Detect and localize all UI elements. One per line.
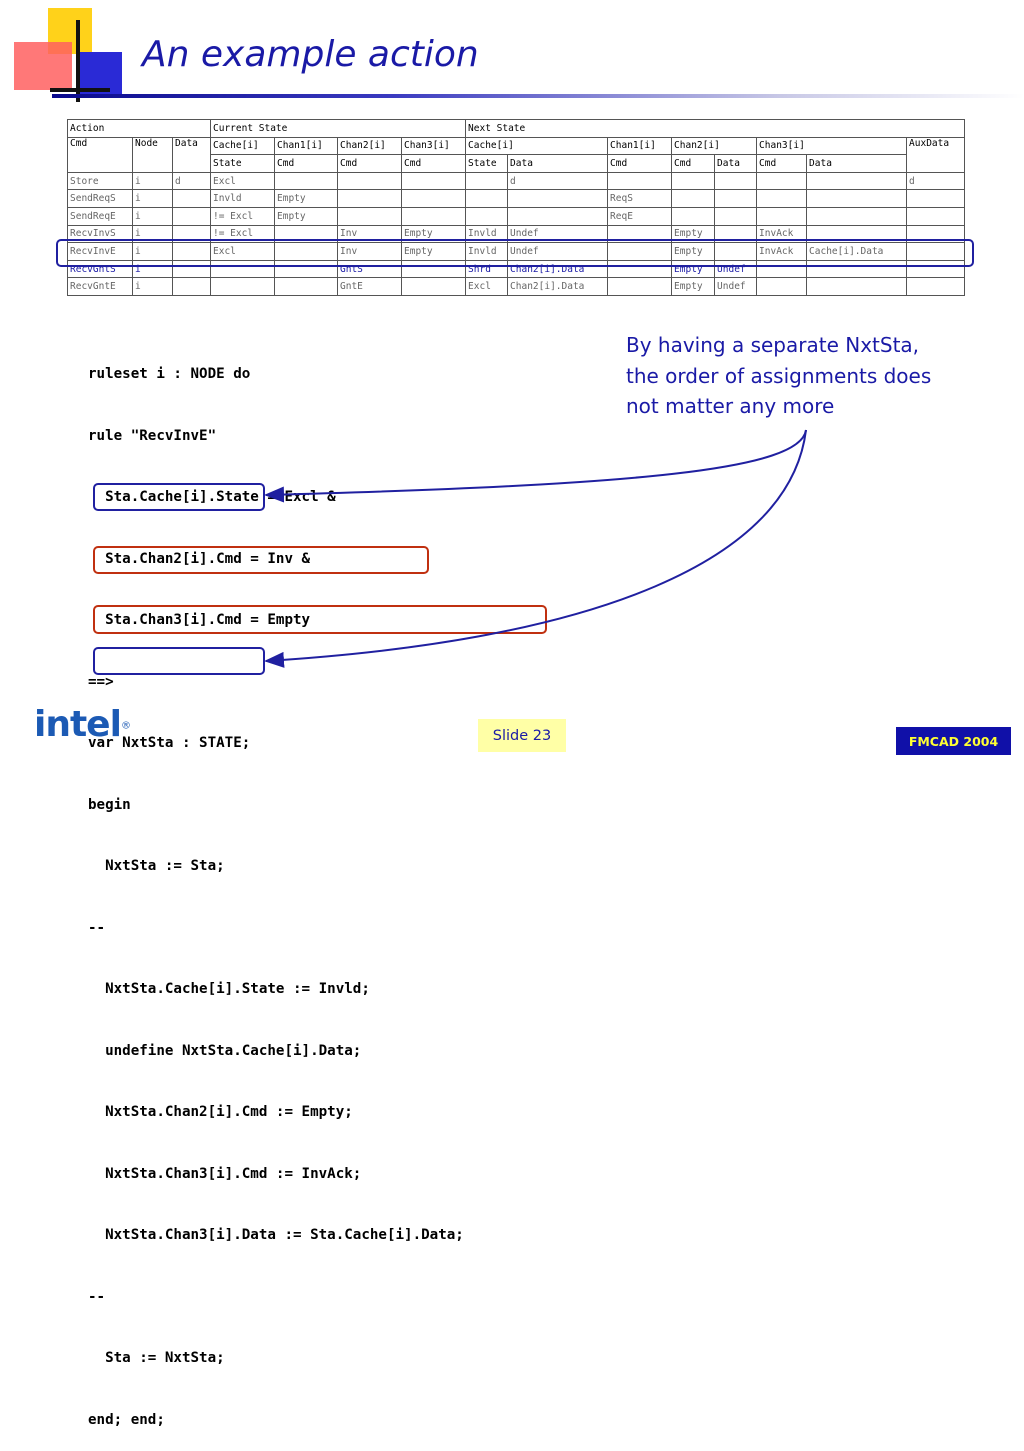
note-line: the order of assignments does [626,363,932,388]
note-line: By having a separate NxtSta, [626,333,920,357]
table-cell: Chan2[i].Data [507,277,609,296]
table-cell: Undef [714,277,758,296]
code-line: ruleset i : NODE do [88,366,251,382]
registered-mark: ® [120,720,131,732]
table-cell: Empty [400,224,467,244]
code-line: Sta.Chan2[i].Cmd = Inv & [88,550,311,567]
slide-number-badge: Slide 23 [478,719,566,752]
highlight-row-box [56,239,974,267]
table-header-cell: Node [132,136,173,173]
table-header-cell: AuxData [906,136,966,173]
code-line: undefine NxtSta.Cache[i].Data; [88,1042,362,1059]
code-line: begin [88,796,131,813]
code-line: end; end; [88,1411,165,1428]
table-cell [906,277,966,296]
code-line: NxtSta.Chan3[i].Cmd := InvAck; [88,1165,362,1182]
arrow-to-nxtsta-assign [264,429,807,503]
code-line: rule "RecvInvE" [88,427,217,444]
code-line: -- [88,1288,106,1305]
code-line: var NxtSta : STATE; [88,735,251,751]
annotation-note: By having a separate NxtSta, the order o… [626,330,1006,422]
table-header-cell: Data [172,136,211,173]
slide-title: An example action [142,34,479,75]
highlight-box-sta-assign [93,647,265,675]
highlight-box-undefine [93,546,429,574]
arrow-to-sta-assign [264,429,807,668]
code-line: NxtSta.Cache[i].State := Invld; [88,981,370,997]
annotation-arrows [264,429,807,668]
table-subcolumn-row: State Cmd Cmd Cmd State Data Cmd Cmd Dat… [68,154,965,173]
table-header-cell: Cmd [67,136,133,173]
code-line: NxtSta.Chan3[i].Data := Sta.Cache[i].Dat… [88,1227,464,1243]
table-cell [400,277,467,296]
highlight-box-nxtsta-assign [93,483,265,511]
state-table: Action Current State Next State Cmd Node… [67,119,966,296]
title-divider [52,94,1024,98]
highlight-box-chan3-data [93,605,547,634]
code-line: Sta := NxtSta; [88,1350,225,1366]
intel-logo-text: intel [34,704,122,745]
table-cell: Excl [465,277,509,296]
note-line: not matter any more [626,394,835,418]
code-line: NxtSta.Chan2[i].Cmd := Empty; [88,1104,353,1120]
intel-logo: intel® [34,704,131,745]
conference-badge: FMCAD 2004 [896,727,1011,755]
code-line: ==> [88,673,114,690]
code-line: -- [88,919,106,936]
code-line: NxtSta := Sta; [88,858,225,874]
code-line: Sta.Chan3[i].Cmd = Empty [88,612,311,628]
corner-logo-squares [0,0,130,110]
